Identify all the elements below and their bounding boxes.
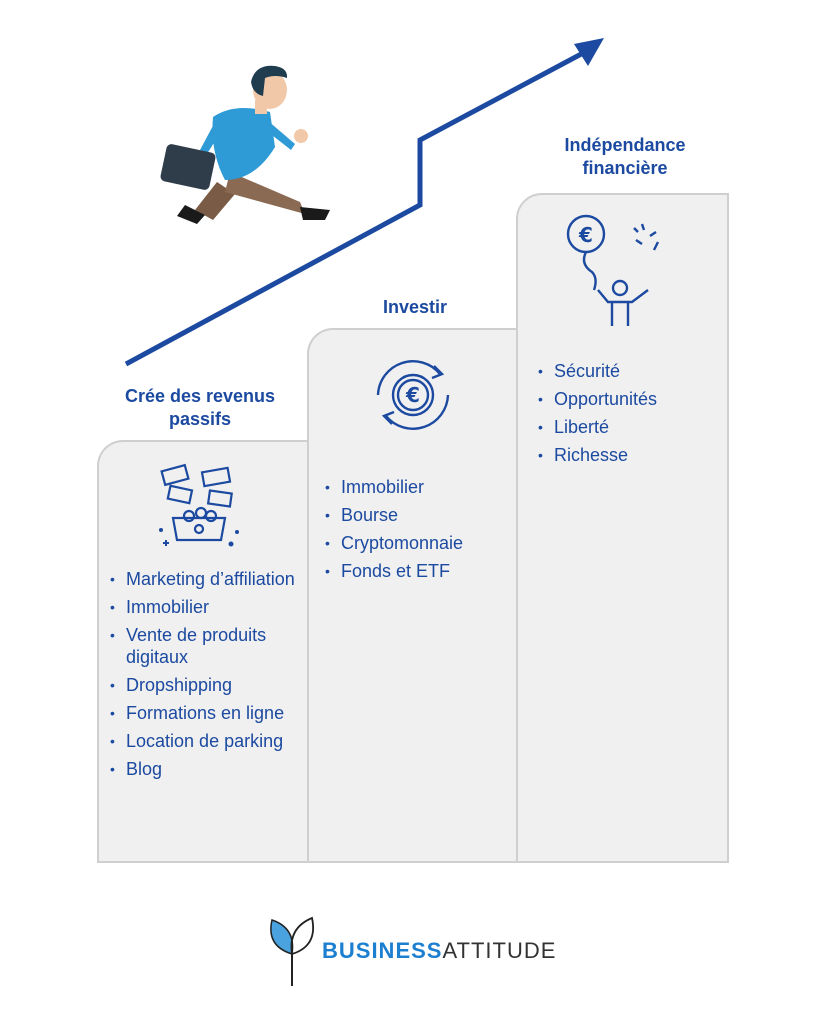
leaf-logo-icon bbox=[270, 916, 314, 986]
list-item: Liberté bbox=[538, 416, 723, 438]
list-item: Location de parking bbox=[110, 730, 305, 752]
svg-text:€: € bbox=[578, 223, 593, 247]
logo-business-text: BUSINESS bbox=[322, 938, 443, 963]
list-item: Opportunités bbox=[538, 388, 723, 410]
step-invest-block bbox=[307, 328, 521, 863]
invest-list: Immobilier Bourse Cryptomonnaie Fonds et… bbox=[325, 476, 515, 588]
step-title-financial-independence: Indépendance financière bbox=[564, 135, 686, 178]
list-item: Fonds et ETF bbox=[325, 560, 515, 582]
list-item: Cryptomonnaie bbox=[325, 532, 515, 554]
list-item: Dropshipping bbox=[110, 674, 305, 696]
list-item: Sécurité bbox=[538, 360, 723, 382]
list-item: Blog bbox=[110, 758, 305, 780]
step-title-passive-income: Crée des revenus passifs bbox=[124, 386, 276, 429]
running-businessman-illustration bbox=[160, 65, 330, 224]
list-item: Vente de produits digitaux bbox=[110, 624, 305, 668]
growth-arrow bbox=[124, 38, 604, 367]
passive-income-list: Marketing d’affiliation Immobilier Vente… bbox=[110, 568, 305, 786]
euro-cycle-icon: € bbox=[376, 360, 450, 430]
step-title-invest: Investir bbox=[382, 297, 448, 317]
logo-attitude-text: ATTITUDE bbox=[442, 938, 557, 963]
svg-text:€: € bbox=[405, 383, 420, 407]
list-item: Immobilier bbox=[325, 476, 515, 498]
financial-independence-list: Sécurité Opportunités Liberté Richesse bbox=[538, 360, 723, 472]
brand-logo-text: BUSINESSATTITUDE bbox=[322, 938, 556, 964]
list-item: Bourse bbox=[325, 504, 515, 526]
list-item: Richesse bbox=[538, 444, 723, 466]
list-item: Formations en ligne bbox=[110, 702, 305, 724]
money-income-icon bbox=[159, 463, 239, 547]
celebration-balloon-icon: € bbox=[566, 214, 660, 326]
list-item: Marketing d’affiliation bbox=[110, 568, 305, 590]
step-financial-independence-block bbox=[516, 193, 729, 863]
list-item: Immobilier bbox=[110, 596, 305, 618]
